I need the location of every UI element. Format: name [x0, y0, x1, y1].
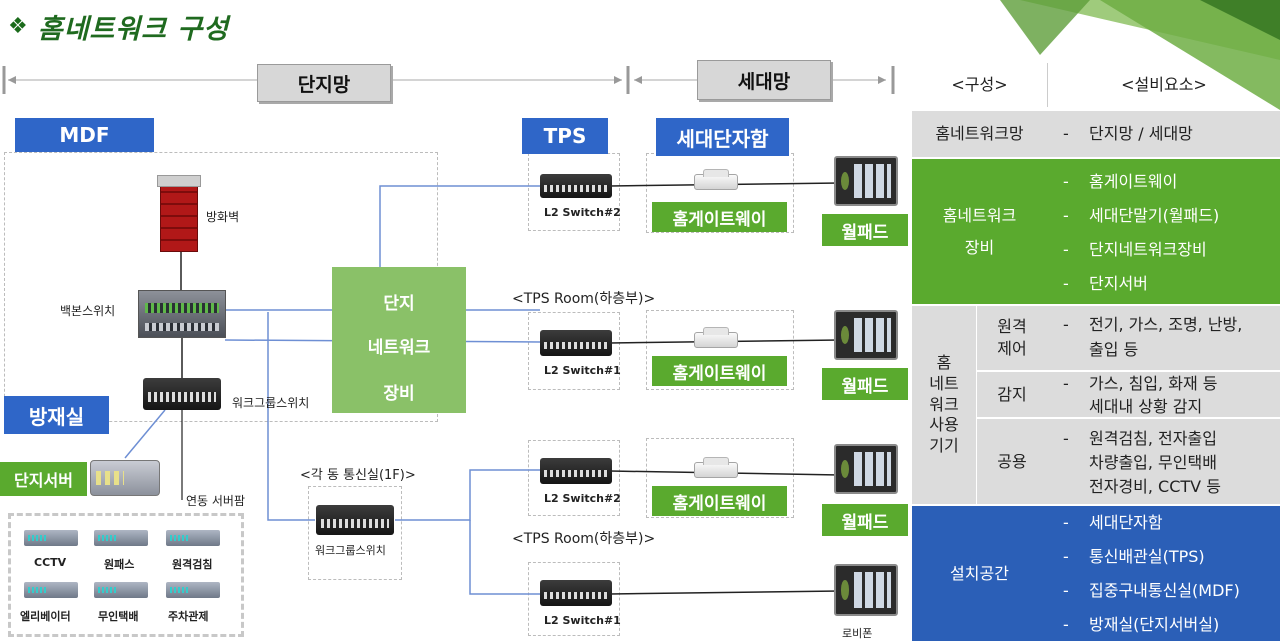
wallpad-3-label: 월패드 [822, 504, 908, 536]
tps-room-label-2: <TPS Room(하층부)> [512, 531, 656, 547]
l2-switch-c-label: L2 Switch#2 [544, 492, 621, 505]
row2-items: -홈게이트웨이 -세대단말기(월패드) -단지네트워크장비 -단지서버 [1047, 159, 1280, 304]
comm-room-label: <각 동 통신실(1F)> [300, 468, 416, 483]
server-farm-area [8, 513, 244, 637]
title-text: 홈네트워크 구성 [37, 13, 230, 45]
row4-items: -세대단자함 -통신배관실(TPS) -집중구내통신실(MDF) -방재실(단지… [1047, 506, 1280, 641]
row2-item: -세대단말기(월패드) [1063, 206, 1220, 225]
home-gateway-1-label: 홈게이트웨이 [652, 202, 787, 232]
server-label-parcel: 무인택배 [98, 610, 139, 623]
cctv-server-icon [24, 530, 78, 546]
home-gateway-2-label: 홈게이트웨이 [652, 356, 787, 386]
row3-sub2-label: 감지 [976, 371, 1047, 417]
tps-area-3 [528, 440, 620, 516]
composition-table: <구성> <설비요소> 홈네트워크망 -단지망 / 세대망 홈네트워크 장비 -… [912, 63, 1280, 641]
workgroup-switch-label: 워크그룹스위치 [232, 396, 310, 410]
row4-label: 설치공간 [912, 506, 1047, 641]
danji-server-icon [90, 460, 160, 496]
home-gateway-3-label: 홈게이트웨이 [652, 486, 787, 516]
workgroup-switch-icon [143, 378, 221, 410]
bangjae-label: 방재실 [4, 396, 109, 434]
row3-label: 홈 네트 워크 사용 기기 [912, 306, 976, 504]
center-box-line2: 네트워크 [367, 338, 431, 358]
server-label-cctv: CCTV [34, 556, 67, 569]
tps-room-label-1: <TPS Room(하층부)> [512, 291, 656, 307]
firewall-icon [157, 175, 201, 252]
comm-room-area [308, 486, 402, 580]
server-label-elevator: 엘리베이터 [20, 610, 71, 623]
l2-switch-a-label: L2 Switch#2 [544, 206, 621, 219]
row3-sub1-items: -전기, 가스, 조명, 난방, 출입 등 [1047, 306, 1280, 370]
l2-switch-d-icon [540, 580, 612, 606]
wallpad-1-label: 월패드 [822, 214, 908, 246]
wallpad-2-label: 월패드 [822, 368, 908, 400]
workgroup-switch-2-label: 워크그룹스위치 [315, 544, 386, 557]
home-gateway-1-icon [694, 169, 738, 190]
sedae-box-area-2 [646, 310, 794, 390]
server-label-meter: 원격검침 [172, 558, 213, 571]
onepass-server-icon [94, 530, 148, 546]
mdf-label: MDF [15, 118, 154, 152]
tps-area-4 [528, 562, 620, 636]
danji-server-label: 단지서버 [0, 462, 87, 496]
row2-label: 홈네트워크 장비 [912, 159, 1047, 304]
danji-network-label: 단지망 [257, 64, 391, 102]
server-label-onepass: 원패스 [104, 558, 135, 571]
tps-label: TPS [522, 118, 608, 154]
center-box-line3: 장비 [383, 384, 415, 404]
home-gateway-3-icon [694, 457, 738, 478]
row3-sub2-items: -가스, 침입, 화재 등 세대내 상황 감지 [1047, 371, 1280, 417]
l2-switch-b-label: L2 Switch#1 [544, 364, 621, 377]
linked-server-panel-label: 연동 서버팜 [186, 494, 246, 508]
home-gateway-2-icon [694, 327, 738, 348]
wallpad-3-icon [834, 444, 898, 494]
row2-item: -단지서버 [1063, 274, 1148, 293]
l2-switch-c-icon [540, 458, 612, 484]
center-box-line1: 단지 [383, 294, 415, 314]
row1-label: 홈네트워크망 [912, 111, 1047, 157]
backbone-switch-icon [138, 290, 226, 338]
parcel-server-icon [94, 582, 148, 598]
backbone-switch-label: 백본스위치 [60, 304, 116, 318]
row1-item: -단지망 / 세대망 [1063, 124, 1193, 143]
wallpad-1-icon [834, 156, 898, 206]
l2-switch-a-icon [540, 174, 612, 198]
table-header-left: <구성> [951, 75, 1008, 95]
row1-items: -단지망 / 세대망 [1047, 111, 1280, 157]
lobby-phone-icon [834, 564, 898, 616]
server-label-parking: 주차관제 [168, 610, 209, 623]
tps-area-2 [528, 312, 620, 390]
row2-label-line1: 홈네트워크 [942, 205, 1017, 225]
title-bullet: ❖ [8, 13, 28, 39]
row2-item: -단지네트워크장비 [1063, 240, 1207, 259]
table-header-right: <설비요소> [1047, 63, 1280, 107]
sedae-box-area-3 [646, 438, 794, 518]
l2-switch-d-label: L2 Switch#1 [544, 614, 621, 627]
complex-network-equipment-box: 단지 네트워크 장비 [332, 267, 466, 413]
elevator-server-icon [24, 582, 78, 598]
row3-sub3-label: 공용 [976, 418, 1047, 504]
meter-server-icon [166, 530, 220, 546]
lobby-phone-label: 로비폰 [842, 627, 873, 640]
row3-sub3-items: -원격검침, 전자출입 차량출입, 무인택배 전자경비, CCTV 등 [1047, 418, 1280, 504]
workgroup-switch-2-icon [316, 505, 394, 535]
row2-label-line2: 장비 [964, 237, 995, 257]
l2-switch-b-icon [540, 330, 612, 356]
page-title: ❖ 홈네트워크 구성 [8, 6, 229, 46]
firewall-label: 방화벽 [206, 210, 240, 224]
sedae-box-label: 세대단자함 [656, 118, 789, 156]
row2-item: -홈게이트웨이 [1063, 172, 1178, 191]
parking-server-icon [166, 582, 220, 598]
decorative-corner-shapes [1000, 0, 1280, 110]
sedae-network-label: 세대망 [697, 60, 831, 100]
wallpad-2-icon [834, 310, 898, 360]
